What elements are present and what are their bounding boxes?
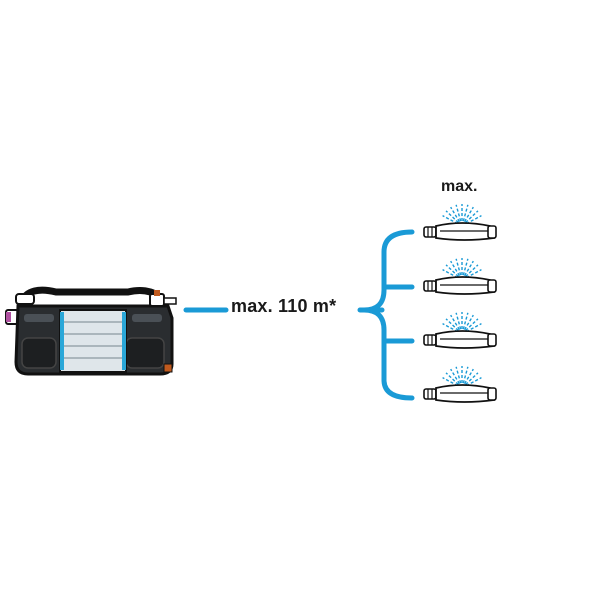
spray-jet (442, 377, 458, 387)
spray-jet (445, 210, 459, 224)
spray-jet (465, 264, 479, 278)
distribution-bracket (361, 229, 415, 401)
spray-jet (455, 312, 462, 330)
spray-jet (463, 368, 474, 385)
sprinkler-end-cap (487, 279, 497, 293)
oscillating-sprinkler-icon (423, 258, 497, 295)
spray-jet (442, 215, 458, 225)
spray-jet (442, 269, 458, 279)
pump-drain-plug (163, 363, 173, 373)
sprinkler-end-cap (487, 225, 497, 239)
spray-jet (455, 258, 462, 276)
max-distance-label: max. 110 m* (231, 296, 337, 316)
sprinkler-group (423, 204, 497, 403)
spray-jet (463, 260, 474, 277)
pump-top-cap (15, 293, 35, 305)
spray-jet (445, 264, 459, 278)
spray-jet (445, 318, 459, 332)
sprinkler-end-cap (487, 333, 497, 347)
pump-inlet-accent (6, 312, 11, 322)
garden-pump-icon (5, 286, 177, 376)
oscillating-sprinkler-icon (423, 204, 497, 241)
spray-jet (462, 258, 469, 276)
spray-jet (462, 204, 469, 222)
spray-jet (445, 372, 459, 386)
spray-jet (462, 366, 469, 384)
spray-jet (465, 318, 479, 332)
spray-jet (450, 260, 461, 277)
spray-jet (450, 314, 461, 331)
sprinkler-end-cap (487, 387, 497, 401)
spray-jet (455, 366, 462, 384)
sprinkler-connector (423, 388, 437, 400)
oscillating-sprinkler-icon (423, 366, 497, 403)
pump-left-foot (21, 337, 57, 369)
max-sprinklers-label: max. (441, 178, 478, 195)
spray-jet (462, 312, 469, 330)
pump-motor-band (59, 309, 127, 373)
spray-jet (463, 206, 474, 223)
pump-right-foot (125, 337, 165, 369)
spray-jet (463, 314, 474, 331)
spray-jet (442, 323, 458, 333)
spray-jet (465, 210, 479, 224)
sprinkler-connector (423, 226, 437, 238)
spray-jet (465, 372, 479, 386)
sprinkler-connector (423, 334, 437, 346)
pump-handle (18, 286, 168, 308)
spray-jet (450, 368, 461, 385)
spray-jet (450, 206, 461, 223)
sprinkler-connector (423, 280, 437, 292)
spray-jet (455, 204, 462, 222)
oscillating-sprinkler-icon (423, 312, 497, 349)
